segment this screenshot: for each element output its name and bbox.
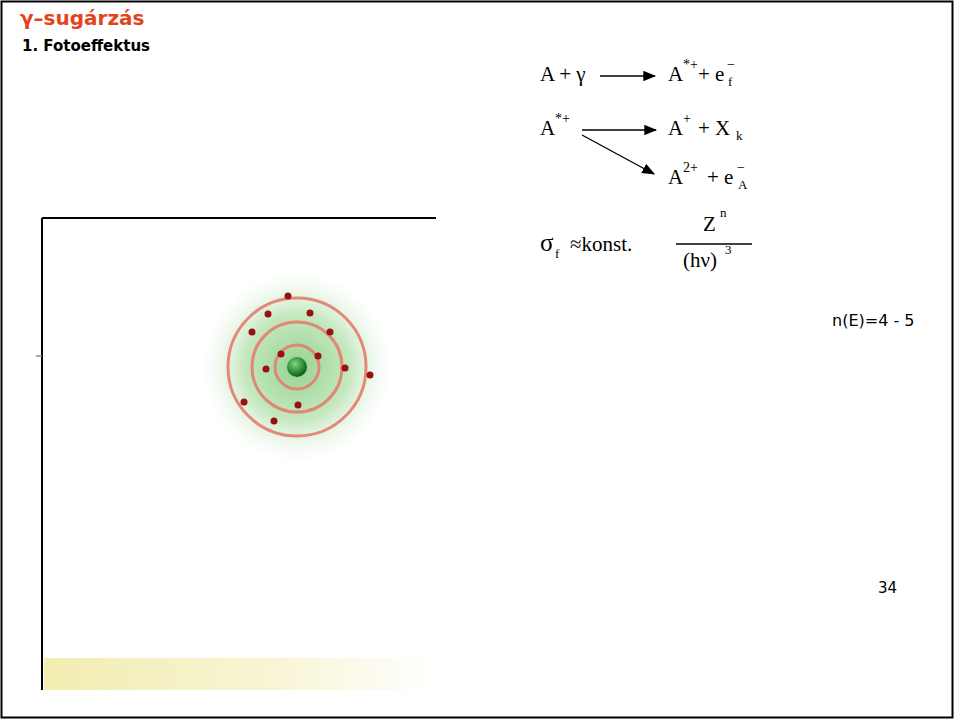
equation-term: A <box>540 116 555 140</box>
equation-term: ≈konst. <box>570 232 632 256</box>
electrons <box>241 293 374 425</box>
equation-term: (hν) <box>683 248 717 272</box>
section-heading: 1. Fotoeffektus <box>22 38 150 55</box>
subscript: f <box>728 75 732 90</box>
superscript: + <box>683 111 691 127</box>
reaction-arrow <box>600 75 655 76</box>
superscript: − <box>737 160 745 176</box>
superscript: − <box>727 57 735 73</box>
superscript: *+ <box>683 57 698 73</box>
equation-term: A <box>668 116 683 140</box>
subscript: f <box>555 247 559 262</box>
superscript: n <box>720 206 727 221</box>
frame-line <box>41 218 43 690</box>
equation-term: σ <box>540 229 553 258</box>
superscript: *+ <box>555 111 570 127</box>
superscript: 3 <box>725 243 732 258</box>
atom-glow <box>201 271 393 463</box>
tick-mark <box>36 355 42 357</box>
equation-term: + e <box>707 165 733 189</box>
nucleus <box>287 357 307 377</box>
equation-term: A <box>668 165 683 189</box>
page-number: 34 <box>878 580 897 597</box>
equation-term: + X <box>698 116 730 140</box>
note-text: n(E)=4 - 5 <box>832 312 914 330</box>
yellow-bar <box>44 658 436 690</box>
equation-term: Z <box>703 212 716 236</box>
frame-line <box>42 217 436 219</box>
slide-title: γ–sugárzás <box>20 6 144 30</box>
reaction-arrow <box>582 129 656 130</box>
equation-term: A + γ <box>540 62 586 86</box>
subscript: A <box>738 178 747 193</box>
equation-term: + e <box>698 62 724 86</box>
superscript: 2+ <box>683 160 698 176</box>
equation-term: A <box>668 62 683 86</box>
subscript: k <box>736 129 743 144</box>
reaction-arrow <box>582 135 654 174</box>
electron-orbits <box>228 298 366 436</box>
fraction-bar <box>676 243 752 244</box>
